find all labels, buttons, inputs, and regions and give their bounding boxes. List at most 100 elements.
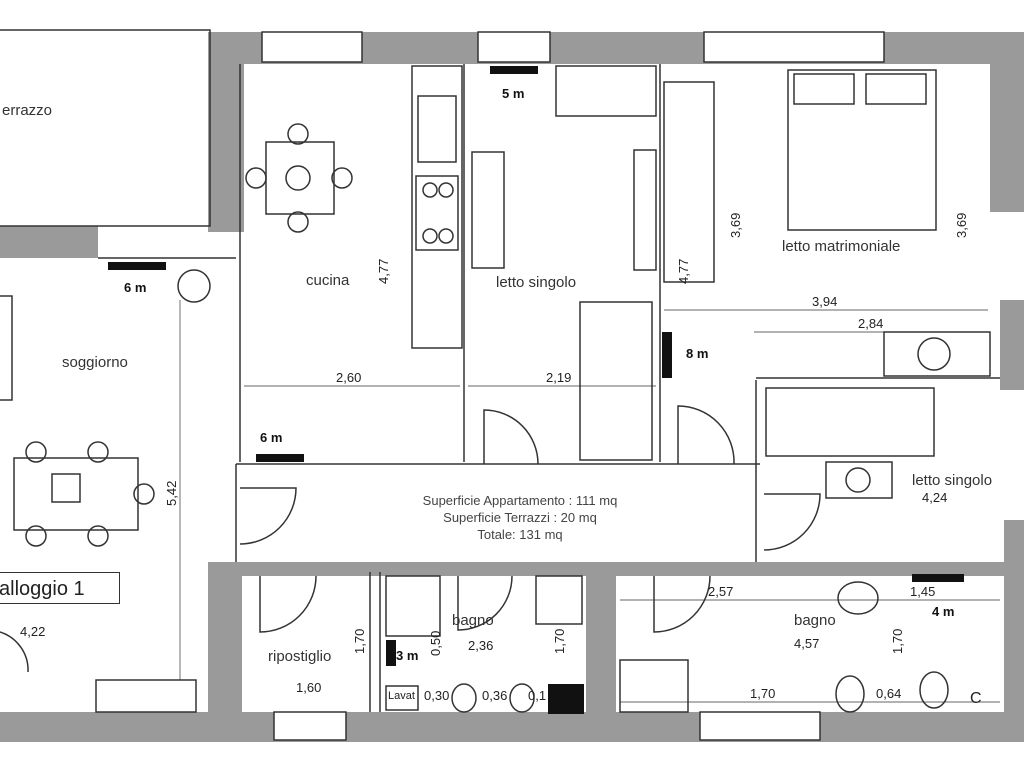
dim-0-30: 0,30 — [424, 688, 450, 703]
dim-0-1: 0,1 — [528, 688, 547, 703]
chair-s5 — [133, 483, 155, 505]
bed-single-1 — [579, 301, 653, 461]
room-ripostiglio-label: ripostiglio — [268, 648, 332, 665]
chair-s2 — [87, 441, 109, 463]
bidet-bagno-2 — [919, 671, 949, 709]
wall-soggiorno-right — [208, 562, 242, 712]
wall-terrazzo-bottom — [0, 226, 98, 258]
hob-burner-4 — [438, 228, 454, 244]
wall-terrazzo-right — [208, 32, 244, 232]
chair-k2 — [287, 211, 309, 233]
dim-2-36: 2,36 — [468, 638, 494, 653]
dim-1-70-c: 1,70 — [750, 686, 776, 701]
window-cucina — [261, 31, 363, 63]
wall-bottom — [0, 712, 1024, 742]
marker-6m-b — [256, 454, 304, 462]
summary-apartment: Superficie Appartamento : 111 mq — [422, 493, 618, 508]
hob-burner-2 — [438, 182, 454, 198]
kitchen-hob — [415, 175, 459, 251]
summary-total: Totale: 131 mq — [477, 527, 563, 542]
meter-6m-b-label: 6 m — [260, 430, 283, 445]
chair-k3 — [245, 167, 267, 189]
bed-double — [787, 69, 937, 231]
wall-right — [990, 32, 1024, 212]
window-bagno-2 — [699, 711, 821, 741]
door-soggiorno — [0, 631, 29, 673]
meter-5m-label: 5 m — [502, 86, 525, 101]
desk-letto-1 — [471, 151, 505, 269]
hob-burner-3 — [422, 228, 438, 244]
dim-0-64: 0,64 — [876, 686, 902, 701]
wardrobe-letto-m — [663, 81, 715, 283]
dim-1-60: 1,60 — [296, 680, 322, 695]
dim-1-70-b: 1,70 — [552, 628, 567, 654]
chair-s4 — [87, 525, 109, 547]
window-letto-1 — [477, 31, 551, 63]
room-letto-matrimoniale-label: letto matrimoniale — [782, 238, 901, 255]
room-bagno-1-label: bagno — [452, 612, 494, 629]
surface-summary: Superficie Appartamento : 111 mq Superfi… — [300, 492, 740, 543]
window-letto-m — [703, 31, 885, 63]
window-ripostiglio — [273, 711, 347, 741]
dim-5-42: 5,42 — [164, 480, 179, 506]
chair-k1 — [287, 123, 309, 145]
dim-0-50: 0,50 — [428, 630, 443, 656]
marker-5m — [490, 66, 538, 74]
meter-3m-label: 3 m — [396, 648, 419, 663]
kitchen-table-plate — [285, 165, 311, 191]
kitchen-table — [265, 141, 335, 215]
chair-letto-2 — [845, 467, 871, 493]
room-cucina-label: cucina — [306, 272, 350, 289]
meter-4m-label: 4 m — [932, 604, 955, 619]
toilet-bagno-2 — [835, 675, 865, 713]
bed-single-2 — [765, 387, 935, 457]
door-ripostiglio — [259, 575, 317, 633]
dim-4-57: 4,57 — [794, 636, 820, 651]
door-bagno-2 — [653, 575, 711, 633]
marker-8m — [662, 332, 672, 378]
door-letto-1 — [483, 409, 539, 465]
terrazzo-outline — [0, 29, 211, 227]
room-terrazzo-label: errazzo — [2, 102, 53, 119]
meter-6m-a-label: 6 m — [124, 280, 147, 295]
table-vase — [51, 473, 81, 503]
dining-table — [13, 457, 139, 531]
door-letto-2 — [763, 493, 821, 551]
dim-4-22: 4,22 — [20, 624, 46, 639]
dim-1-70-d: 1,70 — [890, 628, 905, 654]
dim-4-77-b: 4,77 — [676, 258, 691, 284]
pillow-right — [865, 73, 927, 105]
shelf-letto-1 — [633, 149, 657, 271]
room-soggiorno-label: soggiorno — [62, 354, 128, 371]
sofa — [0, 295, 13, 401]
bathtub-bagno-2 — [619, 659, 689, 713]
wall-corridor-bottom — [236, 562, 1016, 576]
pillow-left — [793, 73, 855, 105]
lavat-box — [385, 685, 419, 711]
wall-bagno-divider — [586, 570, 616, 712]
dim-4-77-a: 4,77 — [376, 258, 391, 284]
room-letto-singolo-2-label: letto singolo — [912, 472, 993, 489]
dim-3-69-a: 3,69 — [728, 212, 743, 238]
walls — [0, 32, 1024, 742]
shower-bagno-1 — [385, 575, 441, 637]
dim-3-94: 3,94 — [812, 294, 838, 309]
room-letto-singolo-1-label: letto singolo — [496, 274, 577, 291]
meter-8m-label: 8 m — [686, 346, 709, 361]
marker-3m — [386, 640, 396, 666]
washer-drum — [917, 337, 951, 371]
dim-4-24: 4,24 — [922, 490, 948, 505]
corner-label: C — [970, 690, 982, 707]
dim-1-45: 1,45 — [910, 584, 936, 599]
sink-bagno-2 — [837, 581, 879, 615]
kitchen-counter — [411, 65, 463, 349]
lavat-label: Lavat — [388, 690, 415, 702]
window-soggiorno — [95, 679, 197, 713]
dim-1-70-a: 1,70 — [352, 628, 367, 654]
summary-terraces: Superficie Terrazzi : 20 mq — [443, 510, 597, 525]
desk-letto-2 — [825, 461, 893, 499]
interior-lines — [0, 29, 1000, 741]
dim-2-84: 2,84 — [858, 316, 884, 331]
wall-right-bottom — [1004, 520, 1024, 712]
dim-2-19: 2,19 — [546, 370, 572, 385]
